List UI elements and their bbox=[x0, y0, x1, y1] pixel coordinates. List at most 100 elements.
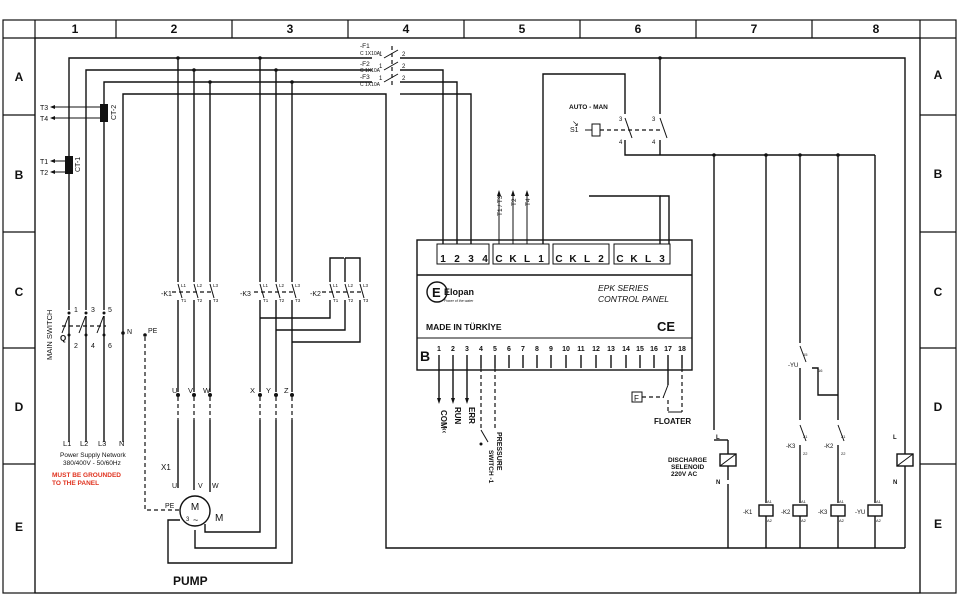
coil-k1-a1: A1 bbox=[767, 499, 773, 504]
panel-top-k2: K bbox=[569, 254, 577, 265]
ct2-label: CT-2 bbox=[111, 105, 118, 120]
motor-w-label: W bbox=[212, 483, 219, 490]
main-switch: MAIN SWITCH Q 1 3 5 2 4 6 N PE bbox=[45, 307, 180, 511]
signal-com: COM bbox=[439, 410, 448, 429]
main-switch-t2: 2 bbox=[74, 343, 78, 350]
right-solenoid: L N bbox=[893, 430, 914, 548]
panel-title: CONTROL PANEL bbox=[598, 294, 669, 304]
motor-x1-label: X1 bbox=[161, 463, 171, 472]
supply-l3: L3 bbox=[98, 439, 106, 448]
fuse-f1-name: -F1 bbox=[360, 43, 370, 50]
k1-pin-t3: T3 bbox=[213, 298, 219, 303]
panel-bottom-1: 1 bbox=[437, 346, 441, 353]
main-switch-q: Q bbox=[60, 334, 66, 343]
column-label-7: 7 bbox=[751, 22, 758, 36]
panel-bottom-3: 3 bbox=[465, 346, 469, 353]
k2-pin-t1: T1 bbox=[333, 298, 339, 303]
auto-man-s1: S1 bbox=[570, 127, 579, 134]
fuse-f1-rating: C 1X10A bbox=[360, 51, 381, 57]
main-switch-n: N bbox=[127, 329, 132, 336]
interlock-k2-p21: 21 bbox=[841, 434, 846, 439]
ct1-t1: T1 bbox=[40, 159, 48, 166]
floater-label: FLOATER bbox=[654, 417, 691, 426]
column-label-3: 3 bbox=[287, 22, 294, 36]
interlock-yu-p15: 15 bbox=[803, 352, 808, 357]
ct2-t4: T4 bbox=[40, 116, 48, 123]
auto-man-c3b: 3 bbox=[652, 117, 656, 123]
row-label-d-right: D bbox=[934, 400, 943, 414]
fuse-f1-in: 1 bbox=[379, 52, 383, 58]
panel-top-t4: 4 bbox=[482, 254, 488, 265]
power-buses bbox=[68, 56, 906, 549]
auto-man-c4a: 4 bbox=[619, 140, 623, 146]
ground-warning-line1: MUST BE GROUNDED bbox=[52, 472, 121, 479]
motor-m-outer: M bbox=[215, 513, 223, 524]
k1-pin-l3: L3 bbox=[213, 283, 219, 288]
k2-pin-t2: T2 bbox=[348, 298, 354, 303]
row-label-b-right: B bbox=[934, 167, 943, 181]
column-label-8: 8 bbox=[873, 22, 880, 36]
main-switch-t6: 6 bbox=[108, 343, 112, 350]
fuse-f3-in: 1 bbox=[379, 76, 383, 82]
panel-top-k1: K bbox=[509, 254, 517, 265]
motor: X1 U V W PE M 3 ~ M PUMP bbox=[161, 463, 223, 588]
panel-bottom-5: 5 bbox=[493, 346, 497, 353]
terminal-y: Y bbox=[266, 386, 271, 395]
interlock-k3-p21: 21 bbox=[803, 434, 808, 439]
row-label-b: B bbox=[15, 168, 24, 182]
coil-k2-a2: A2 bbox=[801, 518, 807, 523]
supply-n: N bbox=[119, 439, 124, 448]
ct1-label: CT-1 bbox=[75, 157, 82, 172]
motor-phase-count: 3 bbox=[186, 517, 190, 523]
k3-pin-l1: L1 bbox=[263, 283, 269, 288]
main-switch-t1: 1 bbox=[74, 307, 78, 314]
ct-input-t1-t3: T1 / T3 bbox=[497, 195, 504, 216]
coil-k1-a2: A2 bbox=[767, 518, 773, 523]
coil-k2-a1: A1 bbox=[801, 499, 807, 504]
interlock-k3-p22: 22 bbox=[803, 451, 808, 456]
k1-pin-l1: L1 bbox=[181, 283, 187, 288]
coil-k3-a2: A2 bbox=[839, 518, 845, 523]
panel-bottom-6: 6 bbox=[507, 346, 511, 353]
interlock-k2-label: -K2 bbox=[824, 444, 834, 450]
selenoid-line2: SELENOID bbox=[671, 464, 705, 471]
signal-outputs: ‹‹ COM RUN ERR PRESSURE SWITCH -1 F FLOA… bbox=[437, 368, 691, 484]
contactor-k1: -K1 L1 L2 L3 T1 T2 T3 bbox=[161, 58, 219, 392]
k1-pin-t2: T2 bbox=[197, 298, 203, 303]
row-label-e: E bbox=[15, 520, 23, 534]
panel-top-l3: L bbox=[645, 254, 651, 265]
pressure-switch-label-1: PRESSURE bbox=[495, 432, 502, 471]
panel-top-t1: 1 bbox=[440, 254, 446, 265]
panel-bottom-15: 15 bbox=[636, 346, 644, 353]
panel-bottom-14: 14 bbox=[622, 346, 630, 353]
k1-pin-t1: T1 bbox=[181, 298, 187, 303]
k3-pin-t1: T1 bbox=[263, 298, 269, 303]
k3-label: -K3 bbox=[240, 291, 251, 298]
terminals-xyz: X Y Z bbox=[167, 386, 294, 564]
coil-yu-label: -YU bbox=[855, 510, 865, 516]
panel-top-c3: C bbox=[616, 254, 623, 265]
ground-warning-line2: TO THE PANEL bbox=[52, 480, 99, 487]
row-label-d: D bbox=[15, 400, 24, 414]
auto-man-c4b: 4 bbox=[652, 140, 656, 146]
column-label-1: 1 bbox=[72, 22, 79, 36]
fuse-f2-rating: C 1X10A bbox=[360, 68, 381, 74]
selenoid-n: N bbox=[716, 480, 720, 486]
panel-top-c1: C bbox=[495, 254, 502, 265]
terminal-u: U bbox=[172, 386, 177, 395]
supply-labels: L1 L2 L3 N Power Supply Network 380/400V… bbox=[52, 439, 126, 487]
panel-bottom-12: 12 bbox=[592, 346, 600, 353]
right-supply-l: L bbox=[893, 435, 897, 441]
panel-top-k3: K bbox=[630, 254, 638, 265]
discharge-selenoid: L N DISCHARGE SELENOID 220V AC bbox=[668, 153, 737, 548]
fuse-f3-out: 2 bbox=[402, 76, 406, 82]
panel-bottom-18: 18 bbox=[678, 346, 686, 353]
motor-circle bbox=[179, 495, 211, 527]
made-in-label: MADE IN TÜRKİYE bbox=[426, 322, 502, 332]
signal-com-glyph: ‹‹ bbox=[440, 428, 449, 434]
main-switch-t5: 5 bbox=[108, 307, 112, 314]
floater-f-label: F bbox=[634, 394, 639, 403]
fuse-f2-in: 1 bbox=[379, 64, 383, 70]
elopan-logo-letter: E bbox=[432, 285, 441, 300]
